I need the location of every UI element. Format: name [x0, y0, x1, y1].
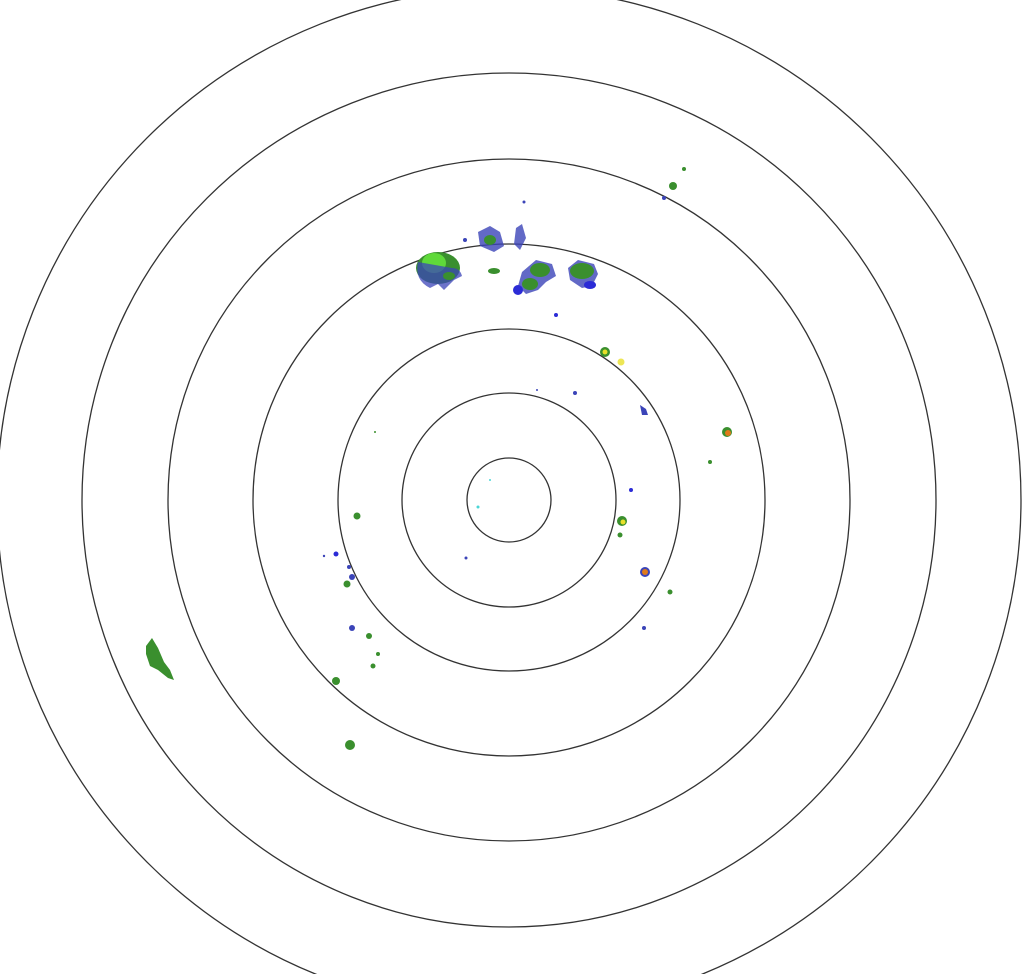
range-ring-1	[466, 457, 552, 543]
echo-cell-west	[322, 512, 380, 750]
echo-trace	[476, 505, 480, 509]
echo-speck	[522, 200, 526, 204]
echo-cluster-north-far-east	[568, 260, 598, 289]
echo-trace	[464, 556, 468, 560]
echo-cell-east	[573, 347, 732, 630]
echo-cluster-north-east	[513, 260, 556, 295]
range-ring-3	[337, 328, 681, 672]
range-ring-6	[81, 72, 937, 928]
echo-speck	[662, 196, 666, 200]
precipitation-echoes	[146, 167, 732, 750]
echo-speck	[554, 313, 558, 317]
echo-speck	[682, 167, 686, 171]
range-ring-2	[401, 392, 617, 608]
echo-speck	[669, 182, 677, 190]
range-ring-5	[167, 158, 851, 842]
echo-trace	[374, 431, 376, 433]
echo-band-far-west	[146, 638, 174, 680]
echo-trace	[536, 389, 538, 391]
echo-cluster-north-center	[478, 224, 526, 274]
echo-cluster-north-west	[416, 252, 462, 290]
range-ring-4	[252, 243, 766, 757]
echo-speck	[463, 238, 467, 242]
echo-trace	[489, 479, 491, 481]
